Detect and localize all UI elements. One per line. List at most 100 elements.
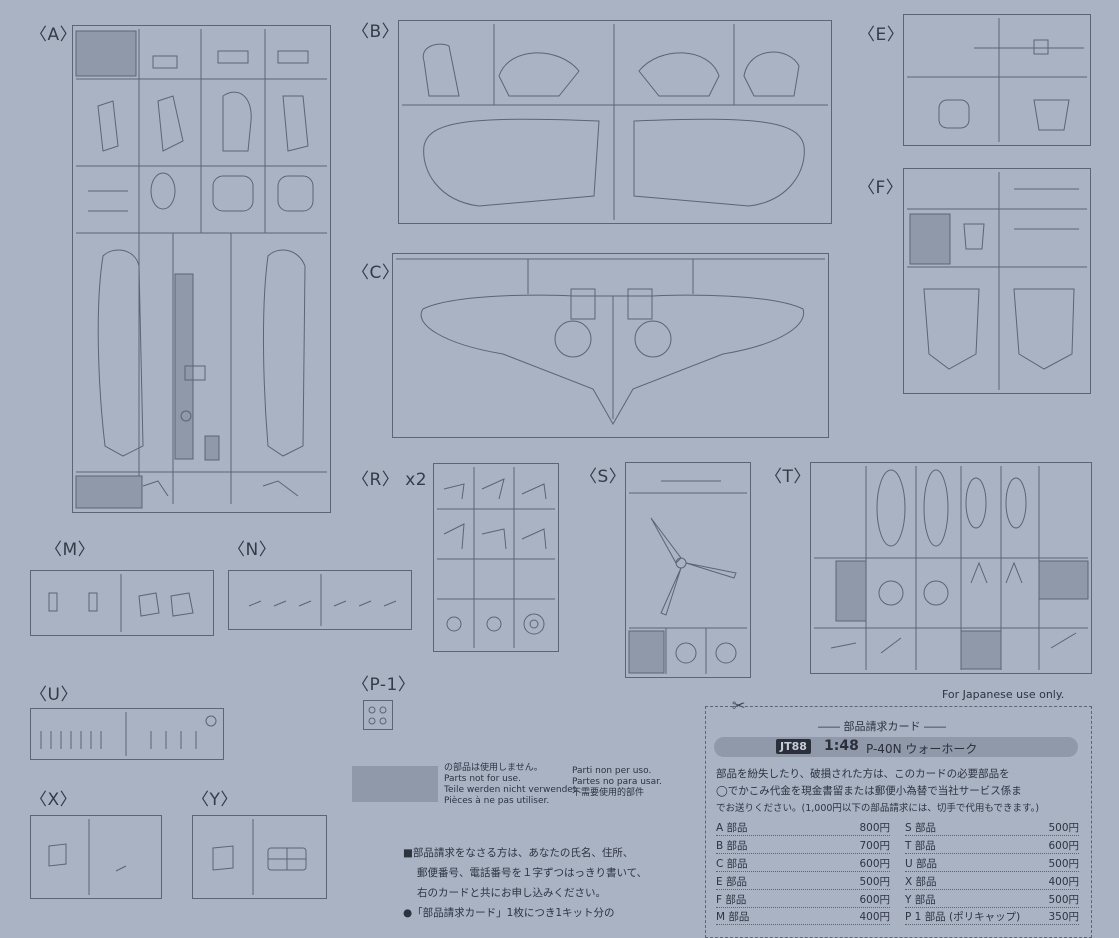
order-note-4: ●「部品請求カード」1枚につき1キット分の	[403, 907, 615, 919]
part-name: B 部品	[716, 840, 748, 852]
sprue-f-drawing	[907, 172, 1087, 390]
part-price: 350円	[1048, 911, 1079, 923]
sprue-u-frame	[30, 708, 224, 760]
card-desc-2: ◯でかこみ代金を現金書留または郵便小為替で当社サービス係ま	[716, 785, 1022, 797]
sprue-label-y: 〈Y〉	[192, 790, 238, 810]
price-row: Y 部品 500円	[905, 892, 1079, 908]
sprue-label-a: 〈A〉	[30, 25, 78, 45]
legend-en: Parts not for use.	[444, 774, 521, 784]
sprue-e-frame	[903, 14, 1091, 146]
legend-text-left: の部品は使用しません。 Parts not for use. Teile wer…	[444, 763, 579, 807]
part-name: C 部品	[716, 858, 748, 870]
order-note-2: 郵便番号、電話番号を１字ずつはっきり書いて、	[417, 867, 648, 879]
sprue-x-drawing	[48, 819, 127, 895]
sprue-s-drawing	[628, 480, 747, 674]
japan-only-note: For Japanese use only.	[942, 688, 1065, 701]
sprue-t-frame	[810, 462, 1092, 674]
part-name: P 1 部品 (ポリキャップ)	[905, 911, 1021, 923]
part-name: A 部品	[716, 822, 748, 834]
sprue-c-frame	[392, 253, 829, 438]
sprue-a-drawing	[75, 29, 327, 509]
order-note-3: 右のカードと共にお申し込みください。	[417, 887, 606, 899]
sprue-r-quantity: x2	[405, 470, 428, 490]
legend-de: Teile werden nicht verwendet.	[444, 785, 580, 795]
sprue-label-m: 〈M〉	[45, 540, 96, 560]
price-row: C 部品 600円	[716, 856, 890, 872]
order-note-1: ■部品請求をなさる方は、あなたの氏名、住所、	[403, 847, 634, 859]
part-price: 400円	[1048, 876, 1079, 888]
legend-fr: Pièces à ne pas utiliser.	[444, 796, 550, 806]
part-price: 500円	[1048, 858, 1079, 870]
sprue-r-letter: 〈R〉	[352, 470, 400, 490]
unused-parts-swatch	[352, 766, 438, 802]
sprue-u-drawing	[40, 712, 217, 756]
sprue-x-frame	[30, 815, 162, 899]
price-row: S 部品 500円	[905, 820, 1079, 836]
sprue-label-r: 〈R〉 x2	[352, 465, 427, 490]
sprue-c-drawing	[396, 258, 825, 426]
sprue-p1-drawing	[368, 706, 387, 725]
sprue-t-drawing	[814, 466, 1089, 670]
sprue-m-drawing	[48, 574, 194, 632]
sprue-label-s: 〈S〉	[580, 467, 627, 487]
price-row: B 部品 700円	[716, 838, 890, 854]
sprue-label-c: 〈C〉	[352, 263, 400, 283]
price-row: A 部品 800円	[716, 820, 890, 836]
sprue-p1-frame	[363, 700, 393, 730]
sprue-a-frame	[72, 25, 331, 513]
price-row: X 部品 400円	[905, 874, 1079, 890]
price-row: P 1 部品 (ポリキャップ) 350円	[905, 909, 1079, 925]
part-name: F 部品	[716, 894, 747, 906]
sprue-label-x: 〈X〉	[30, 790, 78, 810]
part-name: T 部品	[905, 840, 936, 852]
part-price: 500円	[859, 876, 890, 888]
part-name: X 部品	[905, 876, 937, 888]
legend-jp: の部品は使用しません。	[444, 763, 543, 773]
sprue-e-drawing	[907, 18, 1087, 142]
price-row: E 部品 500円	[716, 874, 890, 890]
card-title: ―― 部品請求カード ――	[818, 720, 946, 733]
sprue-label-n: 〈N〉	[228, 540, 277, 560]
part-name: U 部品	[905, 858, 938, 870]
sprue-label-f: 〈F〉	[858, 178, 904, 198]
kit-code-badge: JT88	[776, 739, 811, 754]
sprue-label-t: 〈T〉	[765, 467, 811, 487]
part-price: 500円	[1048, 894, 1079, 906]
legend-zh: 不需要使用的部件	[572, 788, 645, 798]
part-name: S 部品	[905, 822, 937, 834]
sprue-label-u: 〈U〉	[30, 685, 78, 705]
scissors-icon: ✂	[732, 696, 746, 715]
sprue-n-frame	[228, 570, 412, 630]
part-price: 600円	[859, 858, 890, 870]
price-row: F 部品 600円	[716, 892, 890, 908]
sprue-label-p1: 〈P-1〉	[352, 675, 416, 695]
sprue-b-frame	[398, 20, 832, 224]
sprue-y-drawing	[212, 819, 307, 895]
sprue-r-drawing	[437, 467, 555, 648]
card-desc-1: 部品を紛失したり、破損された方は、このカードの必要部品を	[716, 768, 1010, 780]
part-price: 500円	[1048, 822, 1079, 834]
kit-scale: 1:48	[824, 738, 859, 754]
sprue-f-frame	[903, 168, 1091, 394]
sprue-label-b: 〈B〉	[352, 22, 400, 42]
sprue-s-frame	[625, 462, 751, 678]
sprue-label-e: 〈E〉	[858, 25, 905, 45]
legend-text-right: Parti non per uso. Partes no para usar. …	[572, 766, 662, 799]
legend-es: Partes no para usar.	[572, 777, 662, 787]
part-price: 800円	[859, 822, 890, 834]
price-row: U 部品 500円	[905, 856, 1079, 872]
part-name: M 部品	[716, 911, 750, 923]
part-price: 600円	[859, 894, 890, 906]
sprue-b-drawing	[402, 24, 828, 220]
part-price: 600円	[1048, 840, 1079, 852]
part-price: 400円	[859, 911, 890, 923]
price-row: M 部品 400円	[716, 909, 890, 925]
sprue-m-frame	[30, 570, 214, 636]
price-row: T 部品 600円	[905, 838, 1079, 854]
sprue-y-frame	[192, 815, 327, 899]
part-name: Y 部品	[905, 894, 936, 906]
legend-it: Parti non per uso.	[572, 766, 652, 776]
kit-name: P-40N ウォーホーク	[866, 742, 978, 756]
sprue-n-drawing	[248, 574, 397, 626]
part-price: 700円	[859, 840, 890, 852]
